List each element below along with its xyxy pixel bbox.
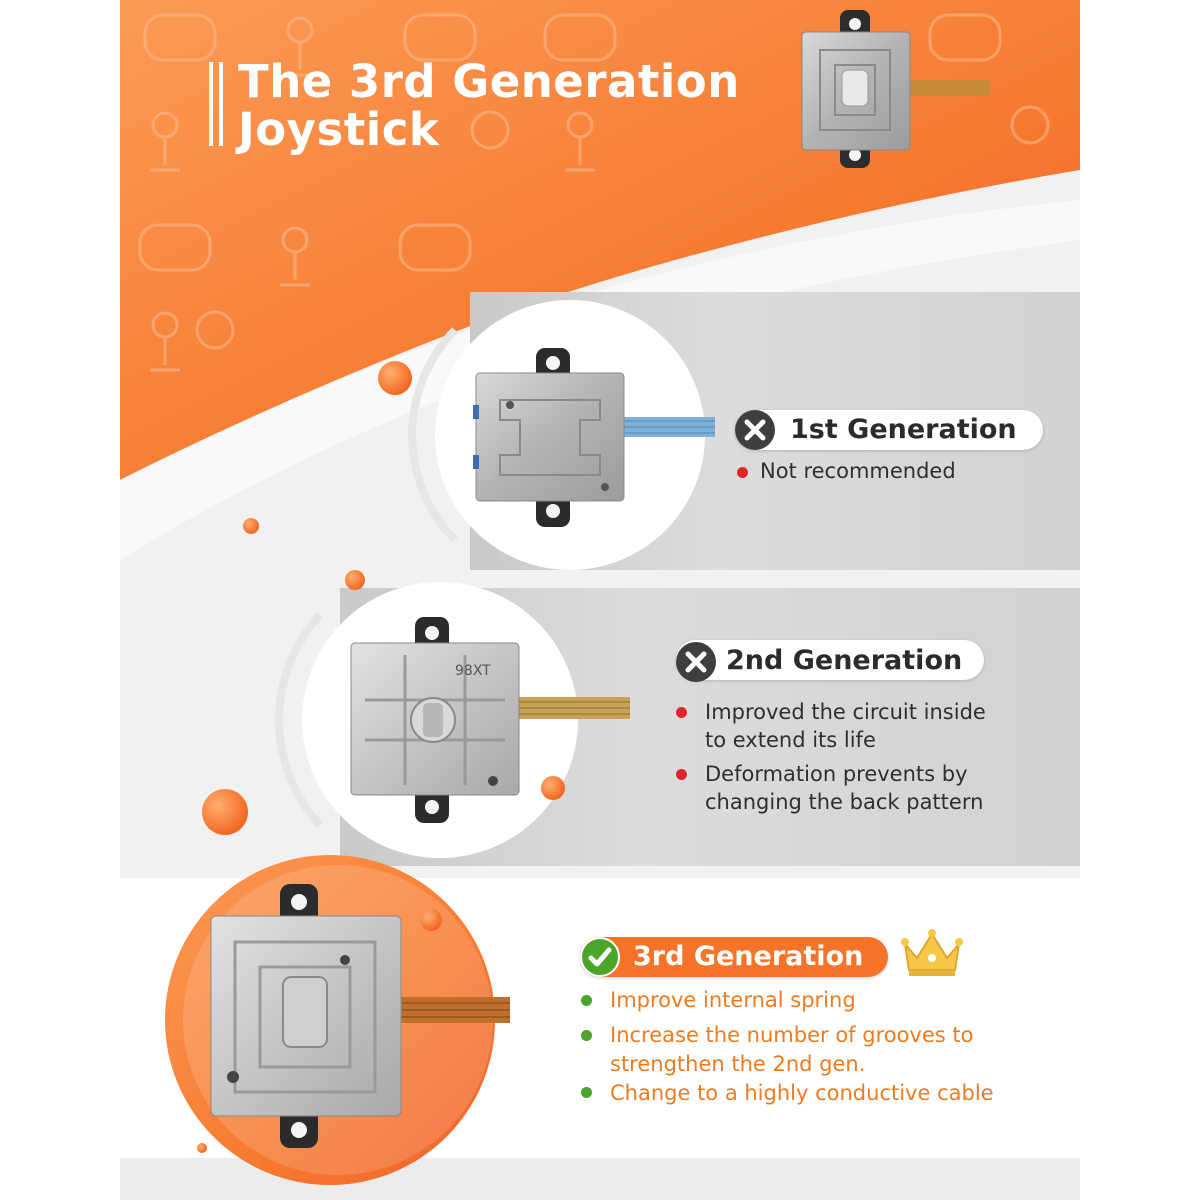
x-icon (735, 410, 775, 450)
gen2-joystick-image: 98XT (350, 617, 630, 823)
gen2-bullet-2-line2: changing the back pattern (705, 790, 984, 814)
crown-icon (901, 929, 963, 976)
gen2-bullet-dot (676, 707, 687, 718)
gen3-label: 3rd Generation (633, 941, 864, 972)
gen1-label-pill (735, 410, 1043, 450)
gen3-bullet-dot (581, 1030, 592, 1041)
gen3-joystick-image (210, 884, 510, 1148)
gen2-bullet-2-line1: Deformation prevents by (705, 762, 968, 786)
gen2-label: 2nd Generation (726, 645, 963, 676)
gen2-bullet-1-line2: to extend its life (705, 728, 876, 752)
gen3-bullet-3: Change to a highly conductive cable (610, 1081, 994, 1105)
gen2-bullet-dot (676, 769, 687, 780)
header-joystick-image (801, 10, 990, 168)
gen3-bullet-1: Improve internal spring (610, 988, 856, 1012)
gen1-joystick-image (473, 348, 715, 527)
x-icon (676, 642, 716, 682)
gen1-bullet-dot (737, 467, 748, 478)
gen3-label-pill (580, 937, 888, 977)
gen2-chip-marking: 98XT (455, 663, 491, 679)
page-title-line1: The 3rd Generation (238, 55, 740, 108)
page-title-line2: Joystick (238, 103, 440, 156)
gen1-label: 1st Generation (790, 414, 1017, 445)
gen3-bullet-dot (581, 1087, 592, 1098)
gen3-bullet-dot (581, 995, 592, 1006)
gen2-bullet-1-line1: Improved the circuit inside (705, 700, 986, 724)
gen3-bullet-2-line1: Increase the number of grooves to (610, 1023, 974, 1047)
check-icon (580, 937, 620, 977)
gen2-label-pill (676, 640, 984, 680)
gen3-bullet-2-line2: strengthen the 2nd gen. (610, 1052, 866, 1076)
gen1-bullet-text: Not recommended (760, 459, 956, 483)
